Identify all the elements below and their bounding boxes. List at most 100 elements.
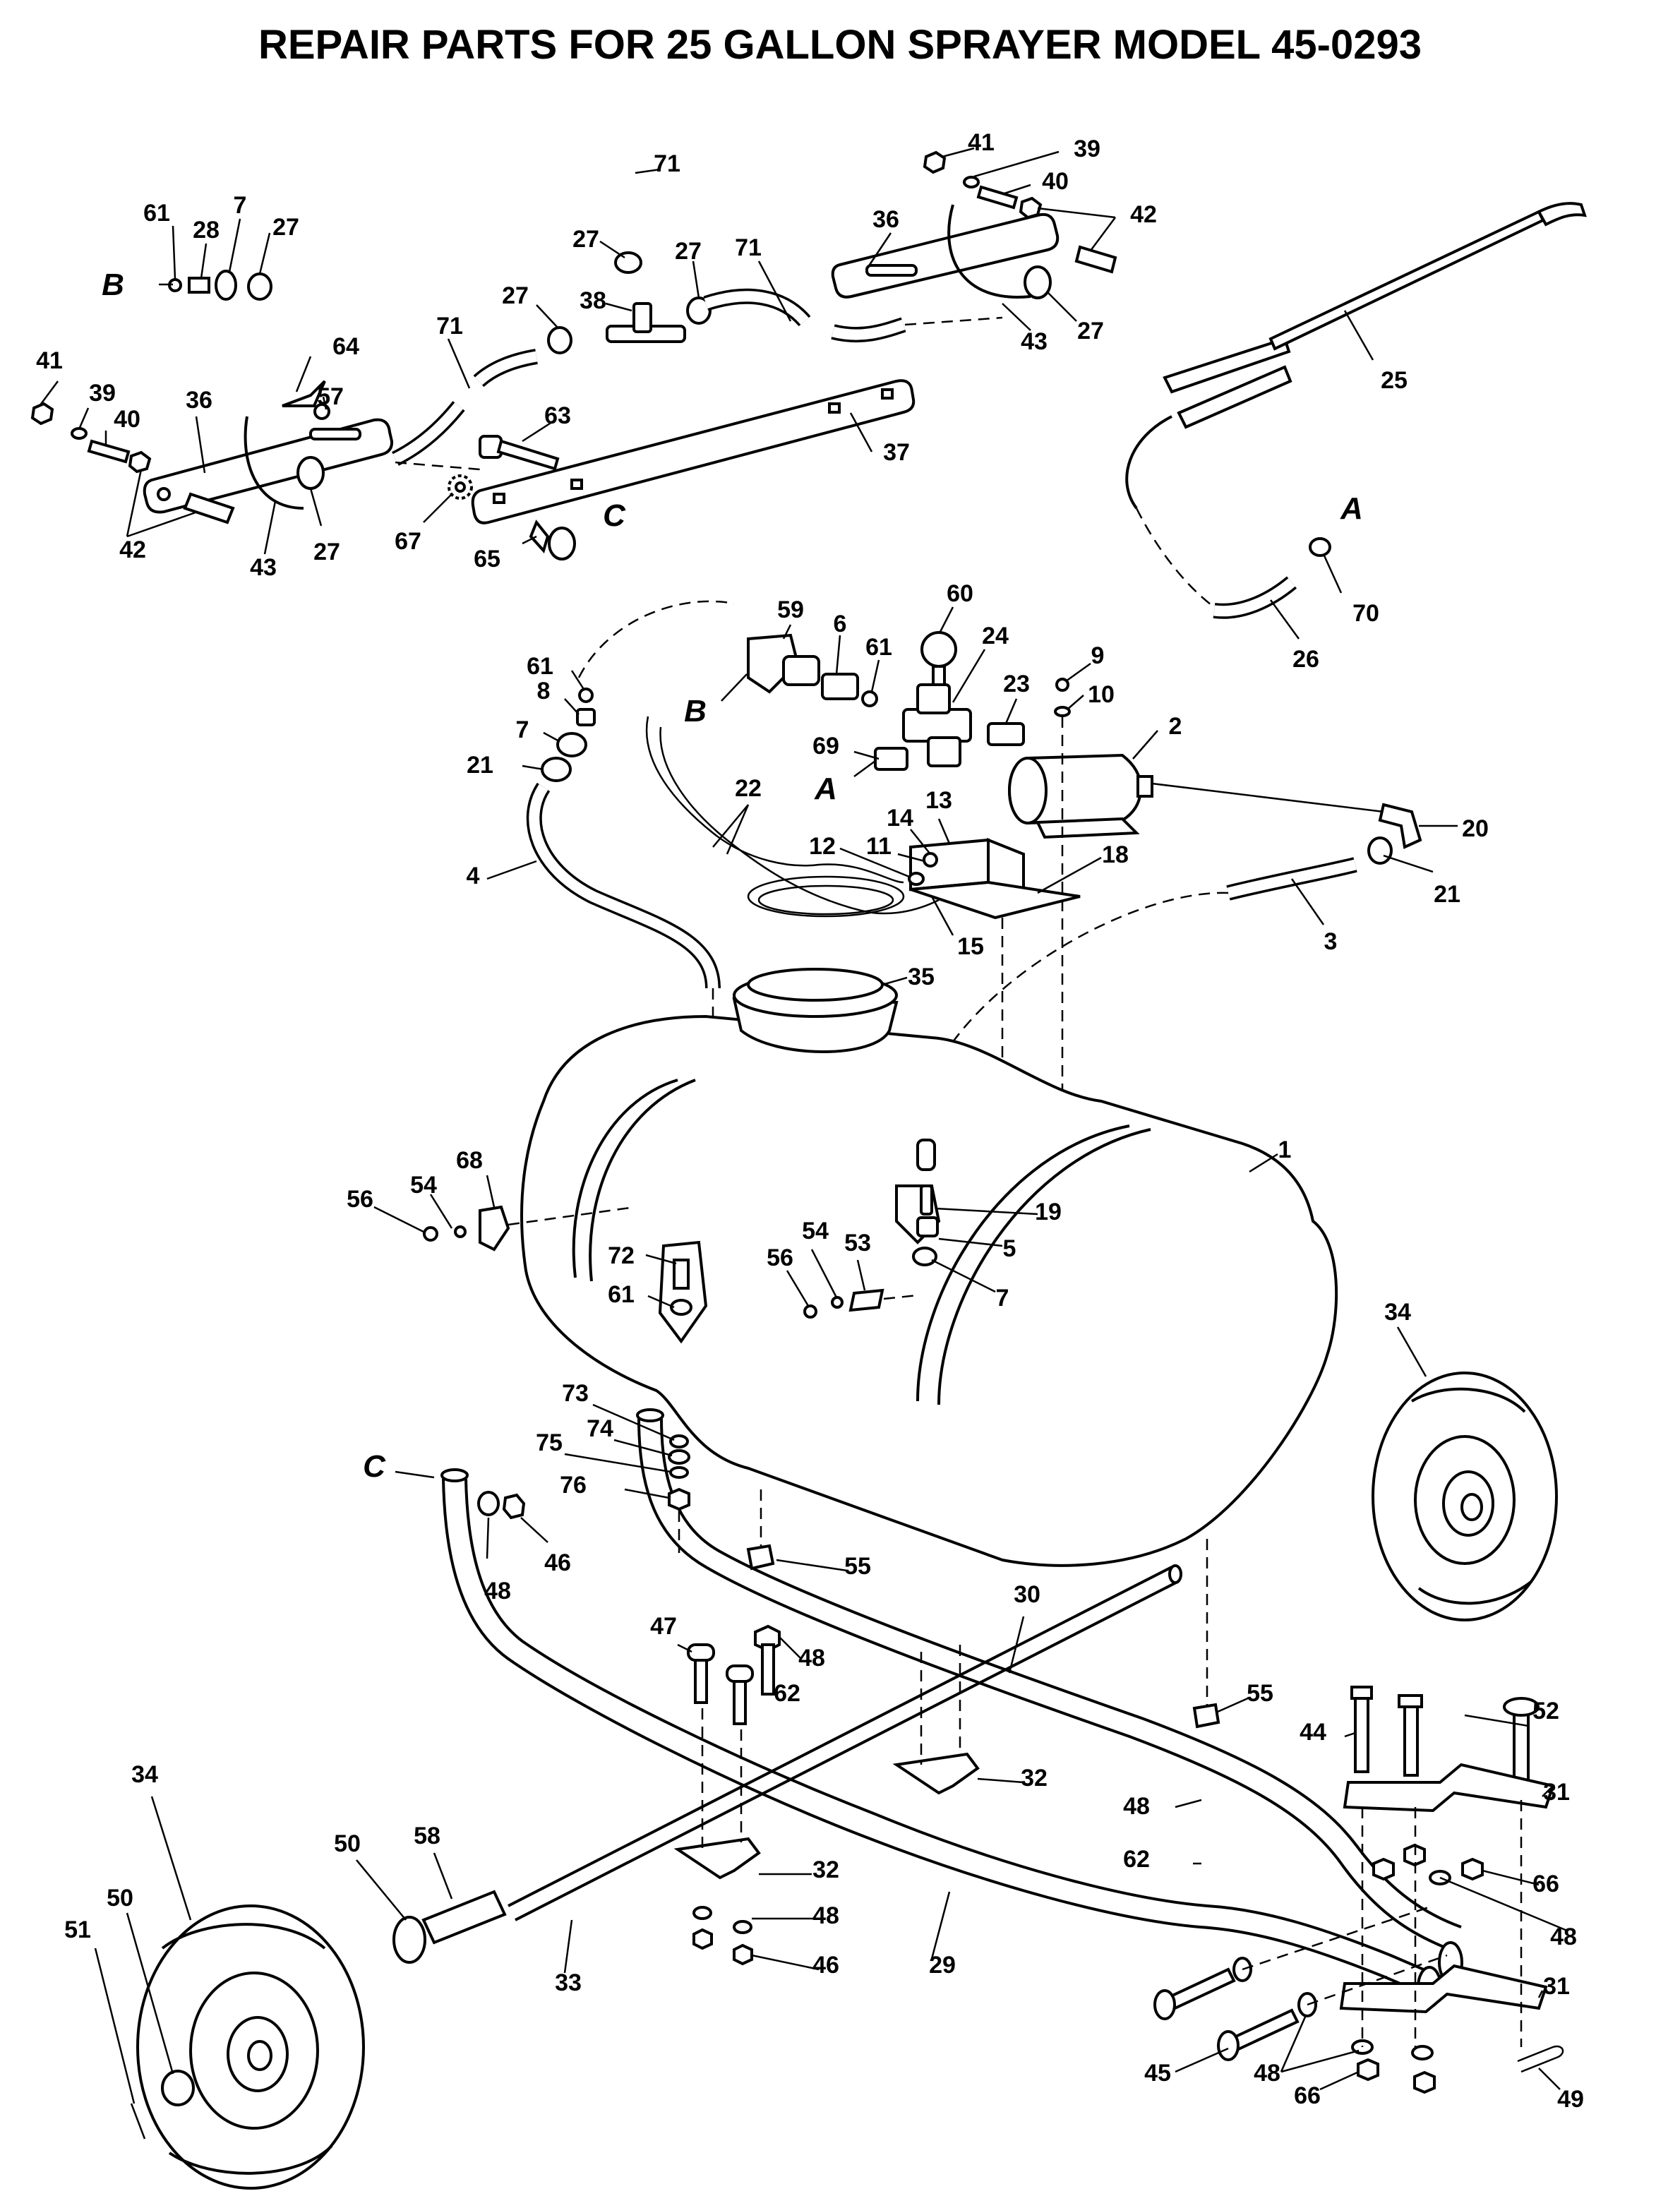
callout-48: 48 — [1123, 1793, 1150, 1820]
callout-12: 12 — [809, 833, 836, 860]
callout-48: 48 — [798, 1645, 825, 1672]
callout-55: 55 — [1247, 1680, 1273, 1707]
callout-41: 41 — [968, 129, 995, 156]
callout-20: 20 — [1462, 815, 1489, 842]
callout-46: 46 — [812, 1952, 839, 1979]
callout-46: 46 — [544, 1549, 571, 1576]
reference-letter-A: A — [814, 772, 837, 806]
callout-63: 63 — [544, 402, 571, 429]
callout-58: 58 — [414, 1823, 440, 1849]
callout-54: 54 — [410, 1172, 437, 1199]
callout-5: 5 — [1003, 1235, 1016, 1262]
callout-42: 42 — [1130, 201, 1157, 228]
callout-15: 15 — [957, 933, 984, 960]
callout-25: 25 — [1381, 367, 1408, 394]
callout-48: 48 — [484, 1578, 511, 1604]
wheel-right — [1372, 1372, 1558, 1621]
callout-23: 23 — [1003, 671, 1030, 697]
callout-62: 62 — [1123, 1846, 1150, 1873]
callout-30: 30 — [1014, 1581, 1040, 1608]
callout-26: 26 — [1292, 646, 1319, 673]
callout-32: 32 — [1021, 1765, 1048, 1792]
callout-71: 71 — [436, 313, 463, 340]
callout-7: 7 — [234, 192, 247, 219]
callout-32: 32 — [812, 1856, 839, 1883]
clamp-27a — [247, 272, 272, 301]
callout-24: 24 — [982, 623, 1009, 649]
callout-67: 67 — [395, 528, 421, 555]
callout-8: 8 — [537, 678, 551, 704]
callout-27: 27 — [572, 226, 599, 253]
callout-34: 34 — [1384, 1299, 1411, 1326]
callout-71: 71 — [654, 150, 680, 177]
callout-11: 11 — [866, 833, 892, 860]
callout-57: 57 — [317, 383, 344, 410]
callout-69: 69 — [812, 733, 839, 760]
callout-33: 33 — [555, 1969, 582, 1996]
callout-72: 72 — [608, 1242, 635, 1269]
callout-54: 54 — [802, 1218, 829, 1244]
callout-48: 48 — [812, 1902, 839, 1929]
nut-7 — [215, 270, 237, 301]
callout-75: 75 — [536, 1429, 563, 1456]
callout-61: 61 — [527, 653, 553, 680]
callout-71: 71 — [735, 234, 762, 261]
callout-65: 65 — [474, 546, 500, 572]
callout-40: 40 — [114, 406, 140, 433]
callout-74: 74 — [587, 1415, 613, 1442]
callout-41: 41 — [36, 347, 63, 374]
callout-1: 1 — [1278, 1136, 1292, 1163]
callout-47: 47 — [650, 1613, 677, 1640]
callout-42: 42 — [119, 536, 146, 563]
spray-wand-assembly — [1125, 202, 1587, 619]
callout-29: 29 — [929, 1952, 956, 1979]
callout-55: 55 — [844, 1553, 871, 1580]
nozzle-28 — [188, 277, 210, 294]
callout-66: 66 — [1532, 1871, 1559, 1897]
callout-27: 27 — [1077, 318, 1104, 344]
boom-bar-37 — [395, 379, 916, 560]
callout-7: 7 — [996, 1285, 1009, 1312]
callout-44: 44 — [1300, 1719, 1326, 1746]
callout-18: 18 — [1102, 841, 1129, 868]
callout-7: 7 — [516, 716, 529, 743]
callout-27: 27 — [313, 539, 340, 565]
callout-2: 2 — [1169, 713, 1182, 740]
callout-53: 53 — [844, 1230, 871, 1256]
callout-39: 39 — [1074, 136, 1100, 162]
callout-61: 61 — [143, 200, 170, 227]
callout-52: 52 — [1532, 1698, 1559, 1724]
reference-letter-C: C — [603, 498, 626, 533]
reference-letter-A: A — [1340, 491, 1363, 526]
callout-40: 40 — [1042, 168, 1069, 195]
callout-61: 61 — [608, 1281, 635, 1308]
callout-62: 62 — [774, 1680, 800, 1707]
callout-22: 22 — [735, 775, 762, 802]
callout-13: 13 — [925, 787, 952, 814]
upper-hose-assembly — [168, 165, 1003, 466]
callout-64: 64 — [332, 333, 359, 360]
tank-assembly — [423, 968, 1338, 1567]
callout-6: 6 — [834, 611, 847, 637]
callout-36: 36 — [872, 206, 899, 233]
callout-19: 19 — [1035, 1199, 1062, 1225]
callout-14: 14 — [887, 805, 913, 832]
callout-70: 70 — [1352, 600, 1379, 627]
callout-21: 21 — [1434, 881, 1460, 908]
callout-73: 73 — [562, 1380, 589, 1407]
wheel-left — [130, 1904, 426, 2190]
leader-lines — [38, 147, 1568, 2104]
clamp-27c — [547, 326, 572, 354]
callout-36: 36 — [186, 387, 212, 414]
callout-27: 27 — [675, 238, 702, 265]
callout-61: 61 — [865, 634, 892, 661]
callout-60: 60 — [947, 580, 973, 607]
callout-51: 51 — [64, 1916, 91, 1943]
callout-48: 48 — [1254, 2060, 1280, 2087]
pump-valve-assembly — [526, 600, 1422, 1158]
left-boom-bracket — [30, 380, 394, 524]
callout-21: 21 — [467, 752, 493, 779]
right-boom-bracket — [831, 150, 1117, 299]
